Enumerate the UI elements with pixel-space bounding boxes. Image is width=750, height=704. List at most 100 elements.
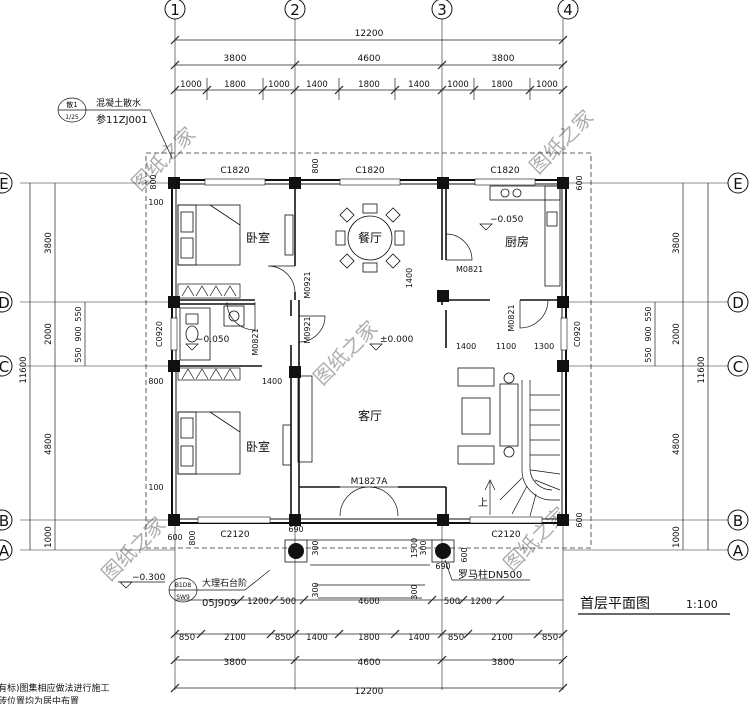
apron-outline	[145, 152, 592, 549]
bottom-dimension-lines	[170, 595, 568, 693]
axis-label-row-b-right: B	[733, 512, 743, 530]
tag-door-entry: M1827A	[351, 477, 389, 487]
dim-right-total: 11600	[697, 356, 707, 383]
dim-bottom-sub-8: 2100	[491, 633, 513, 643]
closet-top	[177, 283, 241, 299]
side-dimension-lines	[29, 183, 709, 550]
tag-window-e-mid: C1820	[355, 166, 384, 176]
living-sofas	[297, 367, 519, 465]
axis-label-col-2: 2	[290, 1, 300, 19]
axis-label-row-c-left: C	[0, 358, 9, 376]
dim-bottom-bay-3: 3800	[492, 658, 515, 668]
tag-door-m0921-b: M0921	[303, 316, 312, 343]
wardrobe-bottom	[282, 424, 292, 466]
dim-misc-800-side: 800	[148, 377, 163, 386]
dim-bottom-bay-1: 3800	[224, 658, 247, 668]
dim-right-bay-1: 3800	[672, 232, 682, 254]
dim-misc-600-b: 600	[460, 547, 469, 562]
stair-up-label: 上	[478, 497, 488, 509]
step-callout	[168, 559, 530, 603]
level-bath: −0.050	[196, 335, 230, 345]
dim-misc-300-a: 300	[311, 540, 320, 555]
dim-steps-4: 500	[444, 597, 460, 607]
dim-bottom-sub-7: 850	[448, 633, 464, 643]
dim-left-sub-1: 550	[74, 306, 83, 321]
dim-left-bay-1: 3800	[44, 232, 54, 254]
dim-misc-300-c: 300	[410, 584, 419, 599]
apron-ref: 参11ZJ001	[96, 113, 148, 126]
axis-label-row-a-left: A	[0, 542, 10, 560]
watermark-3: 图纸之家	[309, 316, 383, 390]
doors	[226, 233, 549, 517]
axis-bubbles-rows	[0, 172, 749, 561]
apron-circle-top: 散1	[66, 100, 77, 109]
dining-table	[335, 203, 405, 273]
tag-window-d-right: C0920	[573, 321, 582, 347]
dim-misc-1500: 1500	[410, 538, 419, 558]
top-dimension-lines	[170, 35, 568, 100]
dim-bottom-sub-1: 850	[179, 633, 195, 643]
dim-misc-100-bottom: 100	[148, 483, 163, 492]
dim-misc-1100: 1100	[496, 342, 516, 351]
dim-top-sub-8: 1800	[491, 80, 513, 90]
level-markers	[118, 223, 493, 589]
entry-columns	[284, 539, 455, 563]
dim-misc-800-top: 800	[311, 158, 320, 173]
dim-steps-3: 4600	[358, 597, 380, 607]
dim-misc-600-right-bottom: 600	[575, 512, 584, 527]
step-label: 大理石台阶	[202, 577, 247, 589]
dim-top-sub-6: 1400	[408, 80, 430, 90]
tag-door-m0921-a: M0921	[303, 271, 312, 298]
dim-top-sub-7: 1000	[447, 80, 469, 90]
apron-label: 混凝土散水	[96, 97, 141, 109]
dim-misc-800-left-top: 800	[149, 174, 158, 189]
tag-window-d-left: C0920	[155, 321, 164, 347]
step-circle-bottom: SW9	[176, 594, 190, 601]
dim-top-bay-3: 3800	[492, 54, 515, 64]
step-ref: 05J909	[202, 598, 237, 609]
wardrobe-top	[284, 214, 294, 256]
watermark-2: 图纸之家	[525, 105, 599, 179]
dim-misc-1400-stair: 1400	[456, 342, 476, 351]
dim-steps-5: 1200	[470, 597, 492, 607]
dim-bottom-sub-6: 1400	[408, 633, 430, 643]
closet-bottom	[177, 367, 241, 381]
note-line-1: 有标)图集相应做法进行施工	[0, 682, 110, 694]
axis-label-col-4: 4	[563, 1, 573, 19]
room-bedroom-bottom: 卧室	[246, 439, 270, 454]
dim-top-sub-9: 1000	[536, 80, 558, 90]
structural-columns	[168, 177, 569, 526]
dim-bottom-sub-2: 2100	[224, 633, 246, 643]
dim-left-total: 11600	[19, 356, 29, 383]
axis-label-row-d-right: D	[732, 294, 744, 312]
level-outside: −0.300	[132, 573, 166, 583]
bathroom-fixtures	[179, 305, 245, 361]
level-living: ±0.000	[380, 335, 414, 345]
axis-label-row-b-left: B	[0, 512, 9, 530]
dim-right-sub-2: 900	[644, 326, 653, 341]
watermark-1: 图纸之家	[127, 122, 201, 196]
axis-label-row-c-right: C	[733, 358, 743, 376]
dim-misc-600-right-top: 600	[575, 175, 584, 190]
dim-steps-2: 500	[280, 597, 296, 607]
dim-misc-300-b: 300	[311, 582, 320, 597]
dim-top-sub-5: 1800	[358, 80, 380, 90]
dim-left-sub-2: 900	[74, 326, 83, 341]
dim-misc-1300: 1300	[534, 342, 554, 351]
entry-steps	[307, 539, 432, 599]
dim-bottom-sub-4: 1400	[306, 633, 328, 643]
dim-top-total: 12200	[355, 29, 384, 39]
dim-bottom-sub-3: 850	[275, 633, 291, 643]
drawing-scale: 1:100	[686, 598, 718, 611]
note-line-2: 砖位置均为居中布置	[0, 695, 79, 704]
dim-top-bay-2: 4600	[358, 54, 381, 64]
bed-top	[177, 204, 241, 266]
dim-bottom-total: 12200	[355, 687, 384, 697]
dim-right-sub-1: 550	[644, 306, 653, 321]
dim-steps-1: 1200	[247, 597, 269, 607]
dim-misc-690-a: 690	[288, 525, 303, 534]
dim-misc-1400-bath: 1400	[262, 377, 282, 386]
axis-label-row-d-left: D	[0, 294, 10, 312]
kitchen-counters	[489, 185, 561, 287]
dim-right-bay-2: 2000	[672, 323, 682, 345]
